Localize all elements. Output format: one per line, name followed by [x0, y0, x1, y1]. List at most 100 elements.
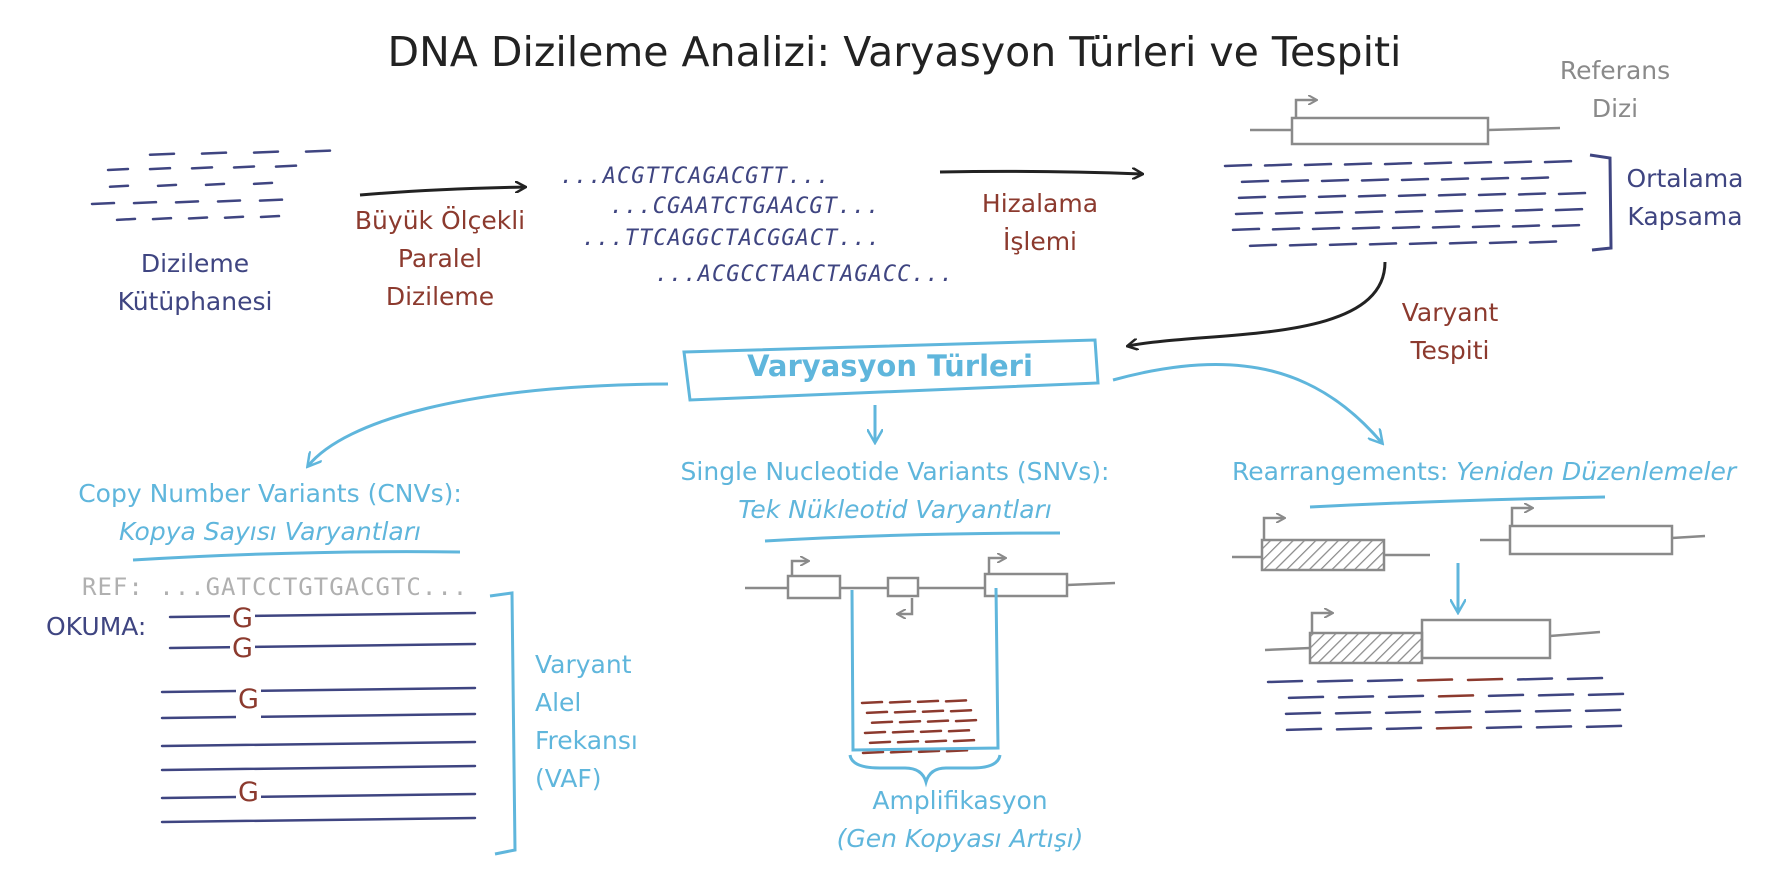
aligned-read [1517, 192, 1547, 196]
snv-amplified-read [926, 719, 950, 723]
sequence-read-3: ...TTCAGGCTACGGACT... [582, 226, 882, 251]
library-label-line1: Dizileme [140, 249, 250, 278]
rearrangement-reads [1266, 676, 1625, 732]
library-fragment [223, 215, 245, 219]
snv-read [1072, 645, 1094, 646]
arrow-reads-to-alignment [939, 171, 1142, 174]
variation-types-box-label: Varyasyon Türleri [747, 349, 1033, 383]
aligned-reads [1223, 159, 1587, 248]
library-fragment [216, 199, 242, 203]
aligned-read [1520, 176, 1550, 180]
rearrangement-read [1416, 678, 1454, 682]
snv-read [878, 664, 900, 665]
rearrangement-read [1566, 676, 1604, 681]
aligned-read [1474, 208, 1504, 213]
cnv-read-line [160, 816, 477, 824]
snv-read [816, 653, 838, 654]
snv-read [858, 691, 880, 692]
aligned-read [1480, 176, 1510, 181]
diagram-title: DNA Dizileme Analizi: Varyasyon Türleri … [387, 28, 1402, 76]
variant-calling-label: Varyant Tespiti [1385, 294, 1515, 370]
snv-read [882, 638, 904, 639]
variant-calling-label-line1: Varyant [1401, 298, 1499, 327]
rearrangement-read [1534, 709, 1572, 713]
snv-amplified-read [861, 750, 885, 755]
cnv-subtitle: Kopya Sayısı Varyantları [119, 517, 421, 546]
snv-read [964, 622, 986, 623]
snv-read [1082, 684, 1104, 685]
snv-amplified-read [889, 750, 913, 754]
snv-subtitle: Tek Nükleotid Varyantları [738, 495, 1052, 524]
reference-label: Referans Dizi [1545, 52, 1685, 128]
aligned-read [1437, 193, 1467, 197]
snv-read [1068, 671, 1090, 672]
rearrangement-read [1587, 692, 1625, 697]
library-fragment [252, 150, 280, 154]
snv-read [762, 694, 784, 695]
snv-read [890, 690, 912, 691]
aligned-read [1303, 162, 1333, 167]
snv-amplified-read [863, 730, 887, 735]
sequencing-label-line1: Büyük Ölçekli [354, 206, 526, 235]
cnv-reads-label: OKUMA: [46, 612, 147, 641]
arrow-to-cnv [308, 382, 669, 466]
aligned-read [1231, 227, 1261, 232]
rearrangement-read [1287, 695, 1325, 700]
snv-read [784, 654, 806, 655]
snv-read [876, 677, 898, 678]
snv-title: Single Nucleotide Variants (SNVs): [680, 457, 1110, 486]
aligned-read [1400, 177, 1430, 182]
coverage-label: Ortalama Kapsama [1610, 160, 1760, 236]
rearrangement-read [1466, 677, 1504, 682]
reference-label-line2: Dizi [1591, 94, 1639, 123]
aligned-read [1248, 243, 1278, 248]
snv-underline [764, 531, 1061, 543]
rearrangement-gene-b [1480, 508, 1706, 556]
cnv-read-line [160, 764, 477, 772]
aligned-read [1263, 163, 1293, 167]
rearrangement-subtitle: Yeniden Düzenlemeler [1456, 457, 1737, 486]
rearrangement-read [1285, 727, 1323, 732]
snv-amplified-read [919, 729, 943, 734]
snv-amplified-read [952, 738, 976, 743]
reference-label-line1: Referans [1559, 56, 1671, 85]
amplification-label-line2: (Gen Kopyası Artışı) [836, 824, 1084, 853]
aligned-read [1431, 225, 1461, 229]
library-fragment [204, 182, 226, 187]
sequence-read-2: ...CGAATCTGAACGT... [610, 194, 881, 219]
aligned-read [1423, 161, 1453, 165]
snv-read [780, 680, 802, 681]
sequence-read-4: ...ACGCCTAACTAGACC... [655, 262, 955, 287]
sequencing-label: Büyük Ölçekli Paralel Dizileme [340, 202, 540, 316]
aligned-read [1471, 224, 1501, 229]
library-label: Dizileme Kütüphanesi [90, 245, 300, 321]
rearrangement-title: Rearrangements: [1232, 457, 1449, 486]
snv-read [794, 693, 816, 694]
library-fragment [187, 216, 209, 220]
aligned-read [1448, 241, 1478, 245]
library-fragment [106, 167, 130, 172]
snv-amplified-read [916, 699, 940, 704]
snv-read [1004, 673, 1026, 674]
snv-read [1038, 659, 1060, 660]
snv-amplified-read [870, 720, 894, 725]
snv-read [846, 665, 868, 666]
aligned-read [1383, 161, 1413, 166]
aligned-read [1277, 195, 1307, 199]
cnv-underline [132, 550, 461, 562]
library-label-line2: Kütüphanesi [117, 287, 273, 316]
snv-read [782, 667, 804, 668]
rearrangement-read [1435, 726, 1473, 730]
snv-aligned-reads [762, 622, 1104, 755]
alignment-label-line2: İşlemi [1002, 227, 1078, 256]
snv-read [914, 637, 936, 638]
cnv-read-line [160, 686, 477, 694]
aligned-read [1288, 243, 1318, 247]
vaf-label-line2: Alel [535, 688, 582, 717]
aligned-read [1488, 240, 1518, 245]
aligned-read [1391, 225, 1421, 230]
aligned-read [1440, 177, 1470, 181]
rearrangement-read [1337, 695, 1375, 699]
snv-read [954, 688, 976, 689]
aligned-read [1394, 209, 1424, 214]
